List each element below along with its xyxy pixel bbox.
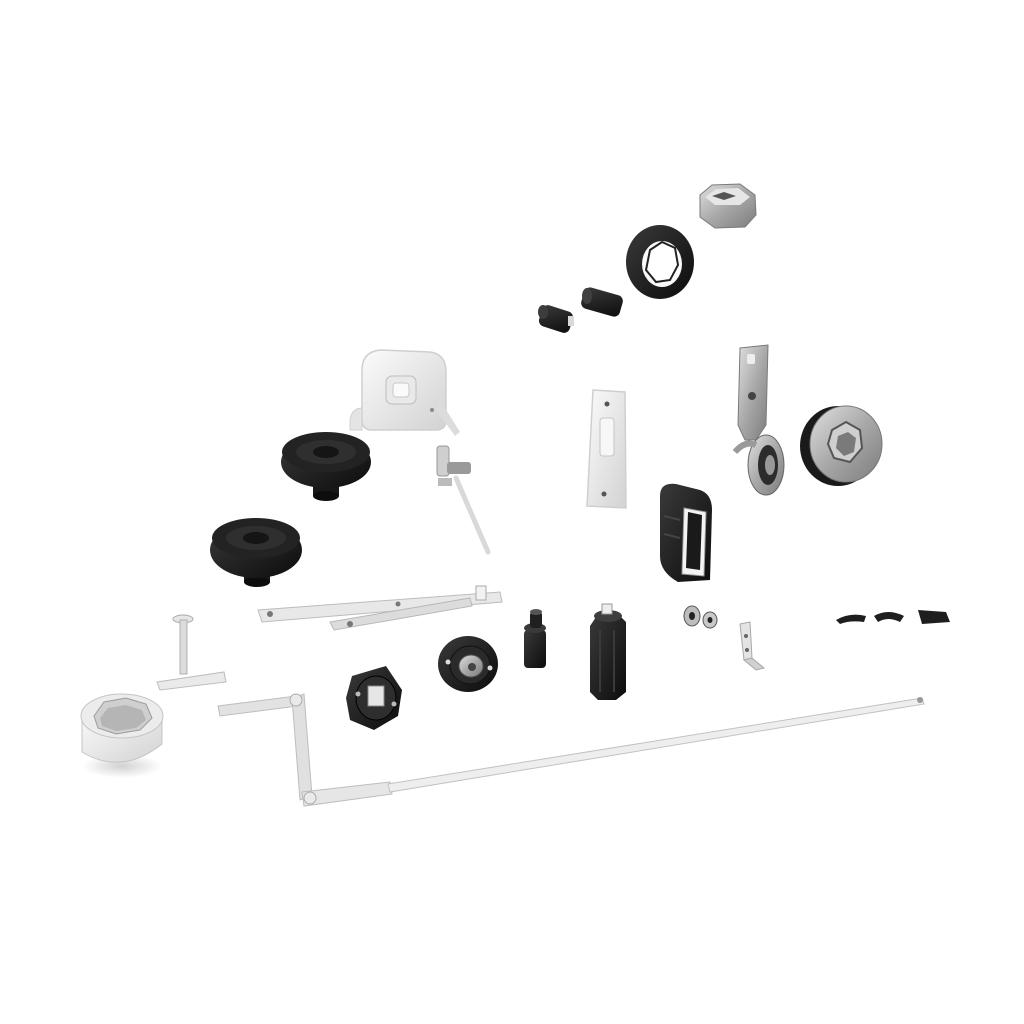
l-angle-bracket [739, 621, 766, 671]
friction-stay-arm [257, 585, 503, 631]
black-pulley-lower [210, 518, 302, 587]
octagonal-axle-cap [590, 603, 626, 700]
crank-spindle [436, 445, 491, 555]
small-plug-1 [538, 305, 574, 333]
perforated-guide-plate [586, 389, 627, 509]
hub-bearing-disc [438, 636, 498, 692]
black-roller-ring [626, 225, 694, 299]
metal-mounting-bracket [732, 344, 785, 496]
clip-set [836, 610, 950, 624]
small-rollers [683, 605, 718, 629]
small-plug-2 [581, 287, 623, 317]
black-strap-guide [660, 483, 712, 582]
winding-crank-rod [217, 693, 925, 807]
small-black-cylinder [524, 609, 546, 668]
black-pulley-upper [281, 432, 371, 501]
bearing-plate [346, 666, 402, 730]
octagonal-end-cap [699, 183, 757, 229]
t-bracket [156, 614, 227, 691]
galvanized-pulley-wheel [800, 405, 883, 486]
strap-retractor-housing [349, 349, 460, 436]
octagonal-tube-adapter [80, 693, 164, 778]
